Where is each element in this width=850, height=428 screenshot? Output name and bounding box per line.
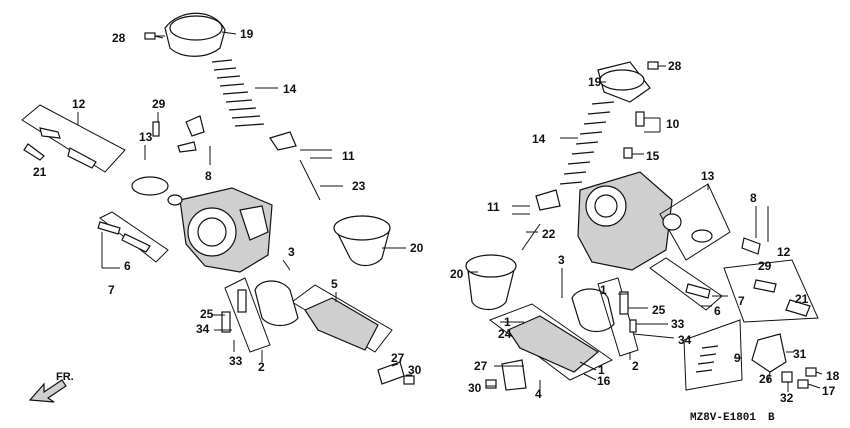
right-callout-1: 1 (504, 315, 511, 329)
right-callout-1: 1 (598, 363, 605, 377)
left-callout-29: 29 (152, 97, 166, 111)
right-callout-1: 1 (600, 283, 607, 297)
right-callout-2: 2 (632, 359, 639, 373)
right-callout-33: 33 (671, 317, 685, 331)
right-callout-6: 6 (714, 304, 721, 318)
right-callout-3: 3 (558, 253, 565, 267)
right-callout-25: 25 (652, 303, 666, 317)
right-callout-19: 19 (588, 75, 602, 89)
right-callout-17: 17 (822, 384, 836, 398)
right-leader-lines (468, 65, 823, 392)
left-callout-20: 20 (410, 241, 424, 255)
left-callout-19: 19 (240, 27, 254, 41)
left-callout-6: 6 (124, 259, 131, 273)
left-callout-27: 27 (391, 351, 405, 365)
left-callout-3: 3 (288, 245, 295, 259)
right-callout-27: 27 (474, 359, 488, 373)
left-carburetor-assembly (21, 12, 415, 385)
right-callout-24: 24 (498, 327, 512, 341)
right-callout-20: 20 (450, 267, 464, 281)
right-callout-30: 30 (468, 381, 482, 395)
front-direction-indicator: FR. (28, 371, 74, 403)
right-callout-34: 34 (678, 333, 692, 347)
left-callout-13: 13 (139, 130, 153, 144)
right-callout-29: 29 (758, 259, 772, 273)
right-callout-21: 21 (795, 292, 809, 306)
right-callout-7: 7 (738, 294, 745, 308)
left-callout-5: 5 (331, 277, 338, 291)
left-callout-33: 33 (229, 354, 243, 368)
right-callout-13: 13 (701, 169, 715, 183)
left-callout-12: 12 (72, 97, 86, 111)
left-callout-8: 8 (205, 169, 212, 183)
left-callout-25: 25 (200, 307, 214, 321)
left-callout-2: 2 (258, 360, 265, 374)
direction-label: FR. (56, 371, 74, 383)
right-callout-9: 9 (734, 351, 741, 365)
right-callout-10: 10 (666, 117, 680, 131)
right-callout-4: 4 (535, 387, 542, 401)
diagram-code: MZ8V-E1801 (690, 412, 756, 424)
right-callout-12: 12 (777, 245, 791, 259)
left-leader-lines (77, 31, 412, 376)
right-carburetor-assembly (465, 61, 819, 391)
right-callout-18: 18 (826, 369, 840, 383)
left-callout-14: 14 (283, 82, 297, 96)
left-callout-21: 21 (33, 165, 47, 179)
left-callout-28: 28 (112, 31, 126, 45)
right-callout-22: 22 (542, 227, 556, 241)
left-callout-11: 11 (342, 149, 355, 163)
right-callout-16: 16 (597, 374, 611, 388)
diagram-code-suffix: B (768, 412, 775, 424)
right-callout-15: 15 (646, 149, 660, 163)
right-callout-14: 14 (532, 132, 546, 146)
left-callout-23: 23 (352, 179, 366, 193)
right-callout-11: 11 (487, 200, 500, 214)
right-callout-26: 26 (759, 372, 773, 386)
right-callout-31: 31 (793, 347, 807, 361)
right-callout-32: 32 (780, 391, 794, 405)
right-callout-8: 8 (750, 191, 757, 205)
right-callout-28: 28 (668, 59, 682, 73)
left-callout-34: 34 (196, 322, 210, 336)
left-callout-30: 30 (408, 363, 422, 377)
left-callout-7: 7 (108, 283, 115, 297)
